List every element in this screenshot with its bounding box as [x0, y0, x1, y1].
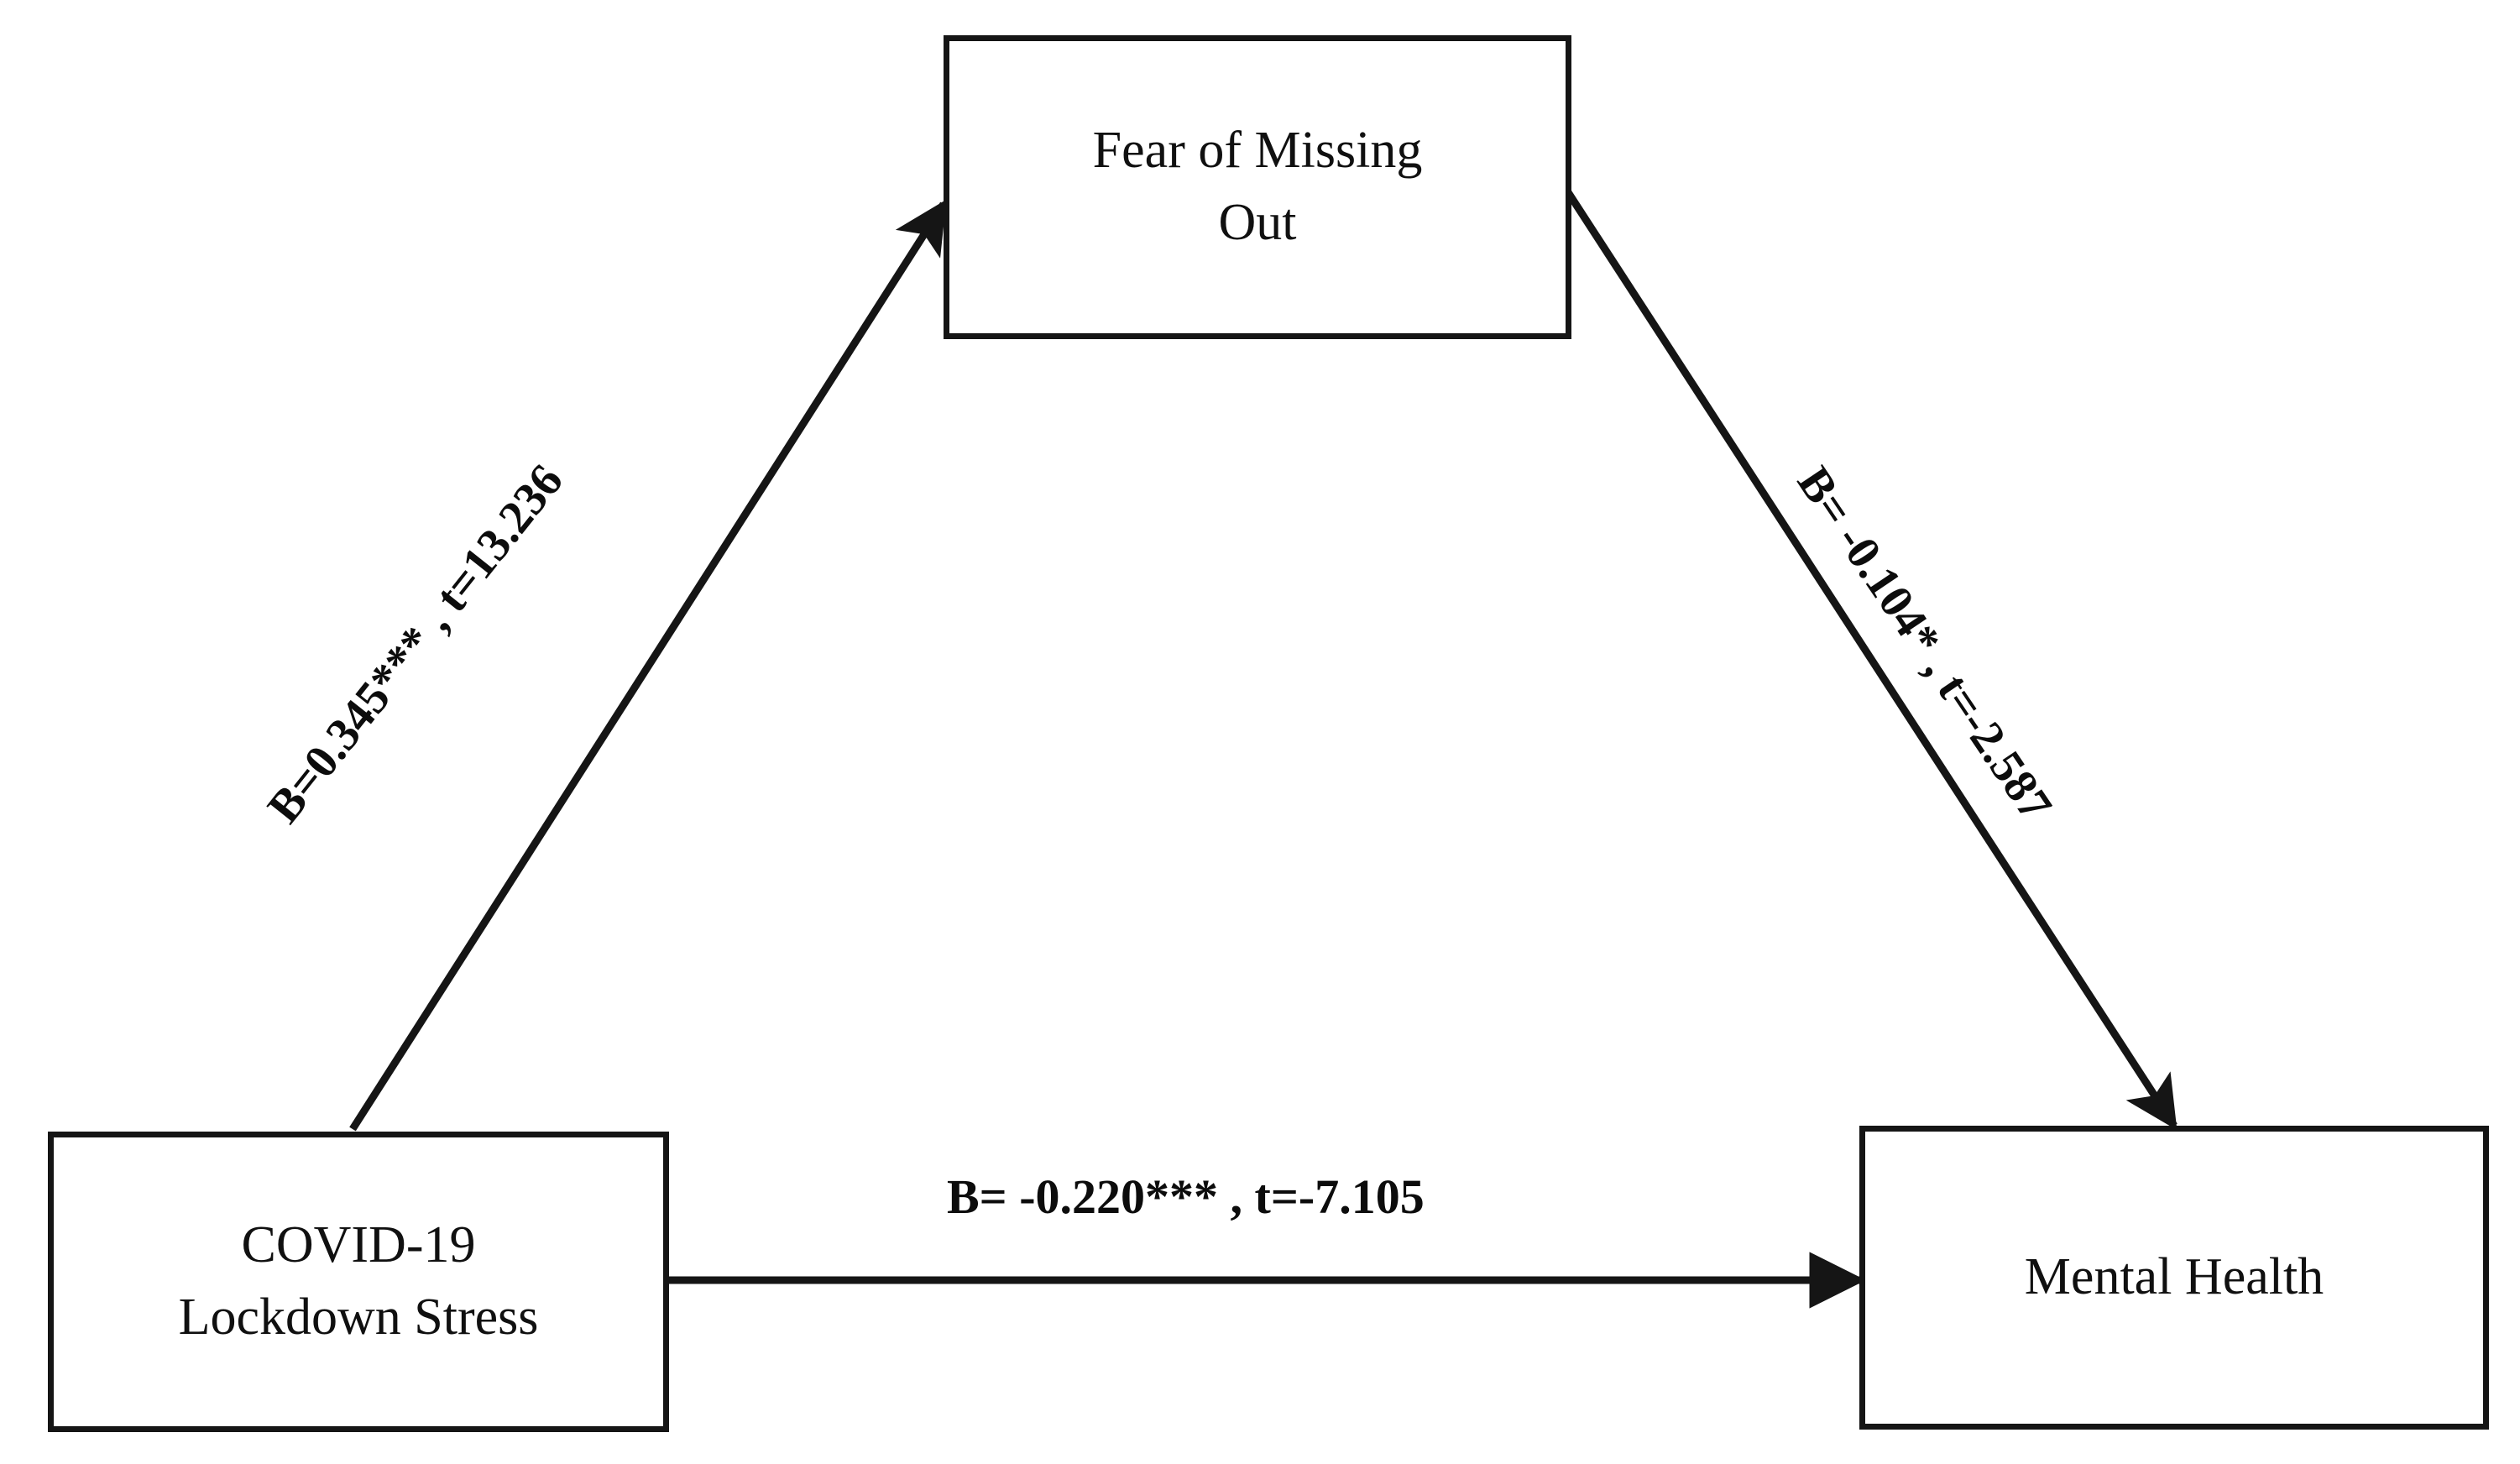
node-label-line: Out: [1218, 194, 1297, 251]
node-label-line: Lockdown Stress: [178, 1289, 539, 1346]
node-fear-of-missing-out[interactable]: Fear of Missing Out: [944, 35, 1571, 339]
node-label-line: Fear of Missing: [1092, 122, 1423, 180]
node-covid-19-lockdown-stress[interactable]: COVID-19 Lockdown Stress: [48, 1132, 669, 1432]
edge-fomo-to-mental-health: [1563, 187, 2178, 1131]
node-mental-health[interactable]: Mental Health: [1859, 1126, 2489, 1430]
edge-covid-to-fomo: [349, 199, 947, 1132]
edge-label-covid-to-mental-health: B= -0.220*** , t=-7.105: [947, 1169, 1425, 1224]
node-label-line: COVID-19: [241, 1216, 476, 1274]
node-label-line: Mental Health: [2024, 1248, 2324, 1306]
